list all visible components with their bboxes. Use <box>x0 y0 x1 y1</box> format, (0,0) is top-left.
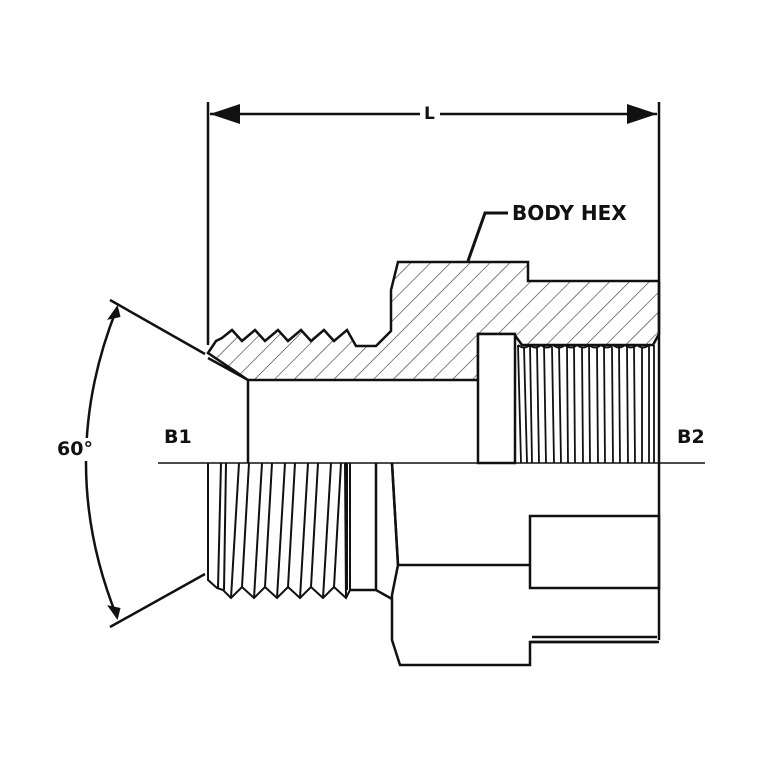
male-thread-lower <box>207 462 351 600</box>
b1-label: B1 <box>164 426 192 448</box>
length-dimension <box>206 102 661 345</box>
female-thread-upper <box>517 343 655 464</box>
hex-exterior-lower <box>350 462 661 667</box>
angle-dimension <box>84 298 206 629</box>
body-section-hatched <box>206 260 661 382</box>
body-hex-label: BODY HEX <box>512 201 627 225</box>
bore-upper <box>207 332 517 465</box>
angle-label: 60° <box>57 438 93 461</box>
b2-label: B2 <box>677 426 705 448</box>
body-hex-leader <box>466 211 508 262</box>
length-label: L <box>423 104 436 124</box>
